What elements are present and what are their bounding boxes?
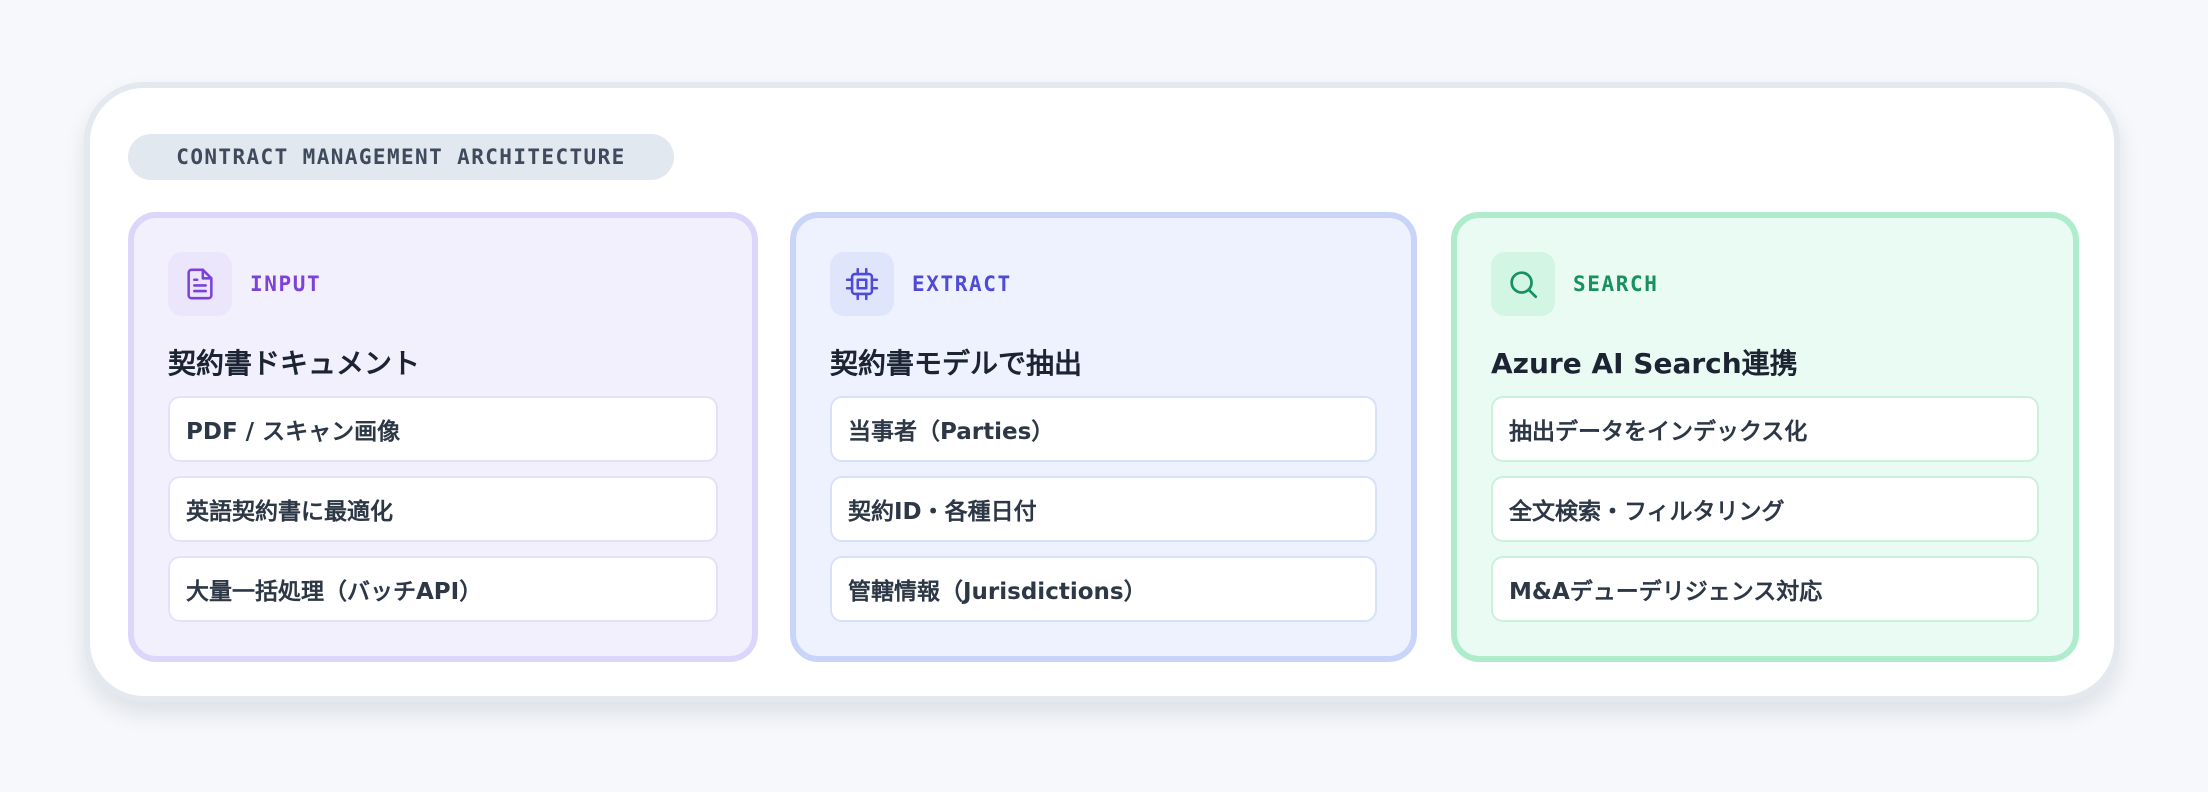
list-item: 全文検索・フィルタリング — [1491, 476, 2039, 542]
list-item: PDF / スキャン画像 — [168, 396, 718, 462]
stage-label-extract: EXTRACT — [912, 272, 1012, 296]
document-icon — [168, 252, 232, 316]
stage-label-input: INPUT — [250, 272, 322, 296]
stage-card-input: INPUT 契約書ドキュメント PDF / スキャン画像 英語契約書に最適化 大… — [128, 212, 758, 662]
list-item: 抽出データをインデックス化 — [1491, 396, 2039, 462]
stage-card-search: SEARCH Azure AI Search連携 抽出データをインデックス化 全… — [1451, 212, 2079, 662]
list-item: 大量一括処理（バッチAPI） — [168, 556, 718, 622]
list-item: 英語契約書に最適化 — [168, 476, 718, 542]
cpu-chip-icon — [830, 252, 894, 316]
list-item: M&Aデューデリジェンス対応 — [1491, 556, 2039, 622]
stage-title-extract: 契約書モデルで抽出 — [830, 347, 1083, 380]
stage-label-search: SEARCH — [1573, 272, 1659, 296]
stage-items-input: PDF / スキャン画像 英語契約書に最適化 大量一括処理（バッチAPI） — [168, 396, 718, 636]
stage-items-extract: 当事者（Parties） 契約ID・各種日付 管轄情報（Jurisdiction… — [830, 396, 1377, 636]
list-item: 当事者（Parties） — [830, 396, 1377, 462]
stage-items-search: 抽出データをインデックス化 全文検索・フィルタリング M&Aデューデリジェンス対… — [1491, 396, 2039, 636]
stage-title-input: 契約書ドキュメント — [168, 347, 421, 380]
search-icon — [1491, 252, 1555, 316]
stage-title-search: Azure AI Search連携 — [1491, 347, 1798, 380]
stage-card-extract: EXTRACT 契約書モデルで抽出 当事者（Parties） 契約ID・各種日付… — [790, 212, 1417, 662]
list-item: 契約ID・各種日付 — [830, 476, 1377, 542]
list-item: 管轄情報（Jurisdictions） — [830, 556, 1377, 622]
section-label: CONTRACT MANAGEMENT ARCHITECTURE — [128, 134, 674, 180]
